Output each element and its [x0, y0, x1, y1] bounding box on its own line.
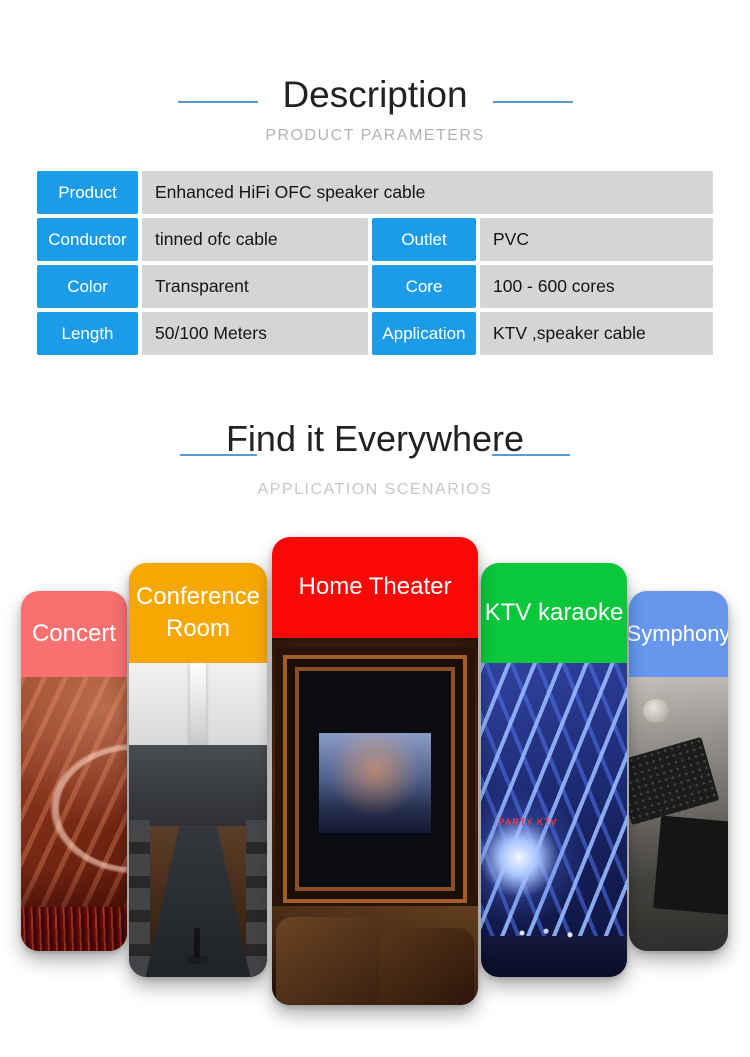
symphony-photo — [629, 677, 728, 951]
musician-head — [642, 698, 669, 723]
music-stand — [629, 736, 720, 826]
card-label: KTV karaoke — [484, 598, 624, 626]
param-label-product: Product — [37, 171, 138, 214]
title-accent-line-right — [493, 101, 573, 103]
param-label-conductor: Conductor — [37, 218, 138, 261]
card-header — [129, 563, 267, 663]
table-row: Conductor tinned ofc cable Outlet PVC — [37, 218, 713, 261]
conference-room-photo — [129, 663, 267, 977]
card-label: Home Theater — [298, 573, 452, 601]
card-label: Conference Room — [135, 582, 261, 642]
description-subtitle: PRODUCT PARAMETERS — [265, 127, 485, 144]
scenario-card-conference-room: Conference Room — [129, 563, 267, 977]
crowd-silhouette — [21, 907, 127, 951]
card-header — [481, 563, 627, 663]
parameters-table: Product Enhanced HiFi OFC speaker cable … — [37, 171, 713, 359]
ktv-table — [481, 936, 627, 977]
table-row: Product Enhanced HiFi OFC speaker cable — [37, 171, 713, 214]
scenario-card-home-theater: Home Theater — [272, 537, 478, 1005]
scenarios-title: Find it Everywhere — [225, 418, 525, 459]
recliner-chair — [379, 927, 474, 1005]
table-row: Length 50/100 Meters Application KTV ,sp… — [37, 312, 713, 355]
card-header — [629, 591, 728, 677]
title-accent-line-right — [492, 454, 570, 456]
param-value-conductor: tinned ofc cable — [142, 218, 368, 261]
ktv-photo-text: PARTY KTV — [498, 816, 558, 827]
ktv-room-photo: PARTY KTV — [481, 663, 627, 977]
concert-photo — [21, 677, 127, 951]
glasses — [510, 923, 591, 943]
card-label: Concert — [31, 619, 117, 647]
title-accent-line-left — [178, 101, 258, 103]
param-value-product: Enhanced HiFi OFC speaker cable — [142, 171, 713, 214]
music-stand — [652, 815, 728, 917]
param-value-core: 100 - 600 cores — [480, 265, 713, 308]
card-header — [21, 591, 127, 677]
param-value-outlet: PVC — [480, 218, 713, 261]
card-header — [272, 537, 478, 638]
param-label-core: Core — [372, 265, 476, 308]
description-title: Description — [282, 74, 468, 115]
wall — [129, 744, 267, 827]
recliner-chair — [276, 916, 384, 1005]
scenarios-subtitle: APPLICATION SCENARIOS — [257, 481, 493, 498]
param-label-color: Color — [37, 265, 138, 308]
ceiling-beam — [189, 663, 207, 745]
home-theater-photo — [272, 638, 478, 1005]
table-row: Color Transparent Core 100 - 600 cores — [37, 265, 713, 308]
param-value-color: Transparent — [142, 265, 368, 308]
projection-screen — [319, 733, 431, 833]
param-label-application: Application — [372, 312, 476, 355]
param-label-outlet: Outlet — [372, 218, 476, 261]
microphone-base — [186, 956, 207, 965]
card-label: Symphony — [629, 621, 728, 647]
param-label-length: Length — [37, 312, 138, 355]
chairs-right — [246, 820, 267, 977]
microphone — [193, 928, 200, 959]
title-accent-line-left — [180, 454, 257, 456]
scenario-card-ktv-karaoke: KTV karaoke PARTY KTV — [481, 563, 627, 977]
param-value-application: KTV ,speaker cable — [480, 312, 713, 355]
scenario-card-symphony: Symphony — [629, 591, 728, 951]
scenario-card-concert: Concert — [21, 591, 127, 951]
param-value-length: 50/100 Meters — [142, 312, 368, 355]
chairs-left — [129, 820, 150, 977]
